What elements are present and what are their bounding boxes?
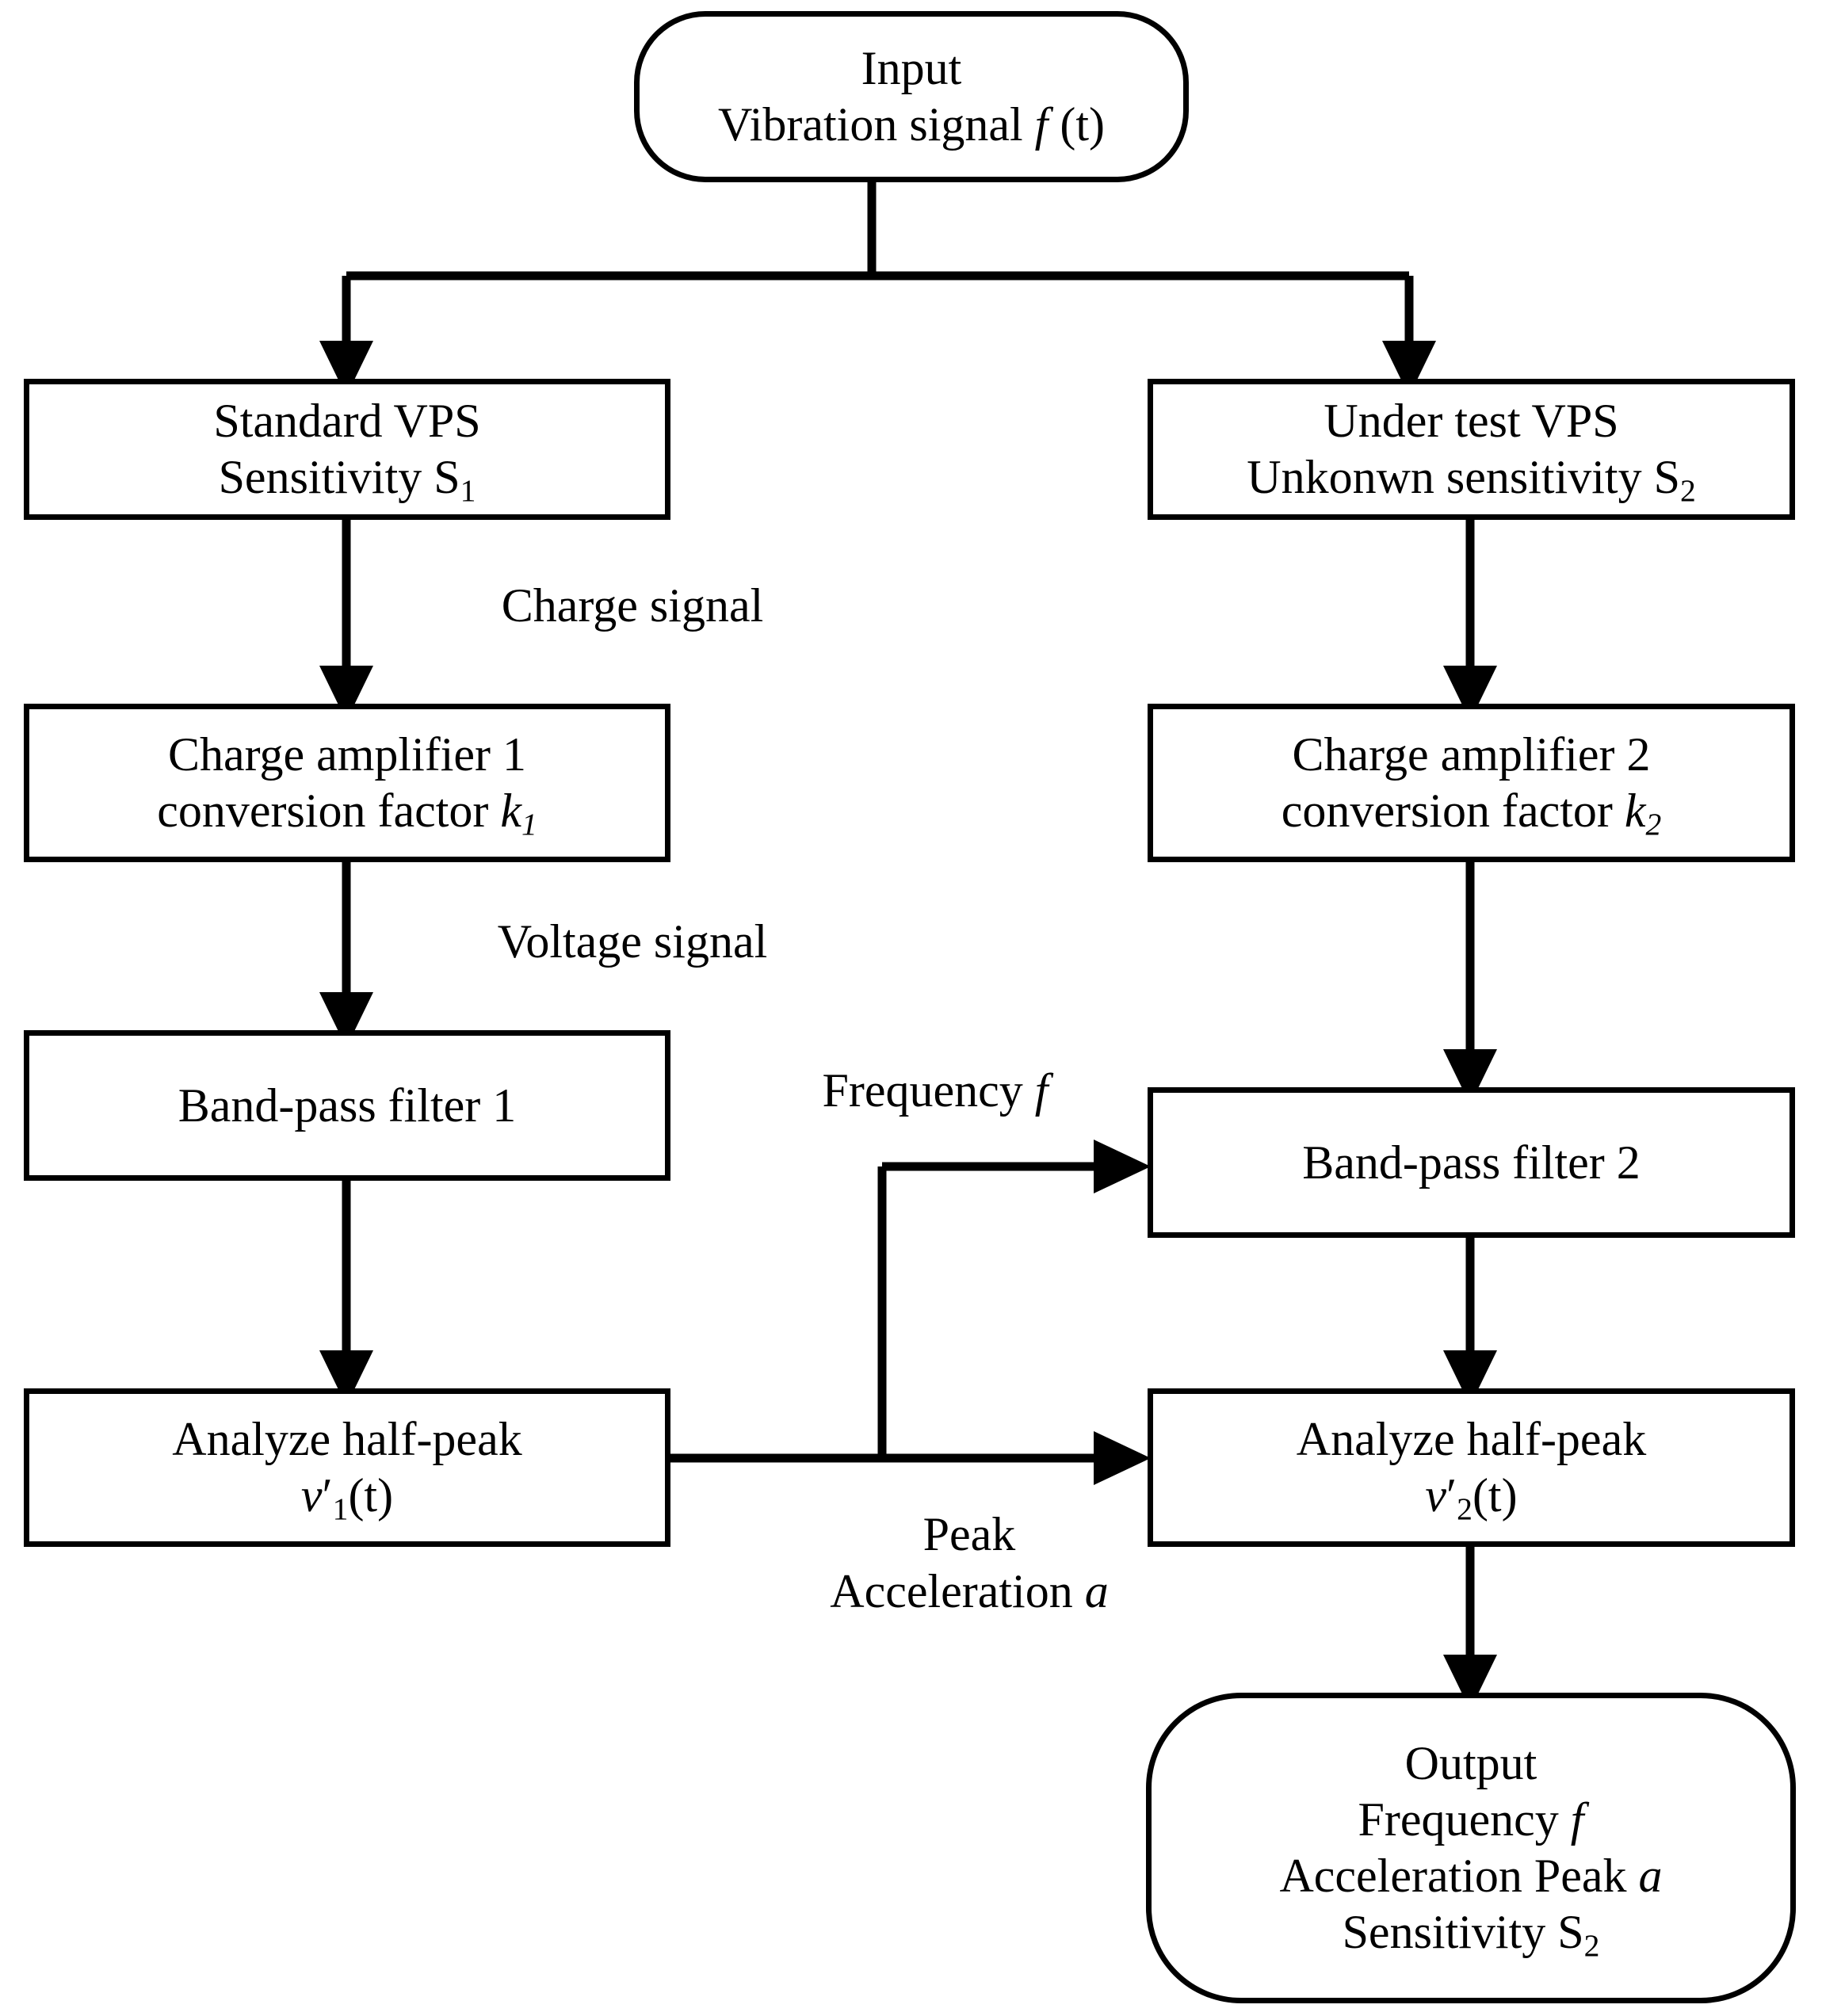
edge-label-frequency-pre: Frequency xyxy=(822,1064,1035,1117)
edge-label-peak-line2: Acceleration a xyxy=(759,1563,1179,1620)
edge-label-voltage-signal: Voltage signal xyxy=(450,913,815,970)
node-output-line2-pre: Frequency xyxy=(1358,1793,1571,1846)
node-output-var-a: a xyxy=(1638,1850,1663,1902)
node-output-sub: 2 xyxy=(1583,1928,1600,1964)
node-output-line1: Output xyxy=(1404,1737,1537,1790)
node-charge-amplifier-2-line1: Charge amplifier 2 xyxy=(1292,728,1651,781)
edge-label-frequency: Frequency f xyxy=(769,1062,1102,1119)
node-output-line4-pre: Sensitivity S xyxy=(1342,1905,1584,1958)
node-under-test-vps-sub: 2 xyxy=(1679,473,1696,509)
node-output[interactable]: Output Frequency f Acceleration Peak a S… xyxy=(1146,1693,1796,2003)
arrowhead-analyze2-left xyxy=(1094,1431,1151,1485)
node-charge-amplifier-2-line2: conversion factor k2 xyxy=(1281,783,1662,842)
node-charge-amplifier-2[interactable]: Charge amplifier 2 conversion factor k2 xyxy=(1148,704,1795,862)
node-under-test-vps-line1: Under test VPS xyxy=(1324,395,1619,448)
node-charge-amplifier-1-var-k: k xyxy=(500,785,521,837)
node-standard-vps-line2-pre: Sensitivity S xyxy=(218,451,460,503)
node-output-line4: Sensitivity S2 xyxy=(1342,1904,1600,1964)
node-standard-vps-sub: 1 xyxy=(460,473,476,509)
node-standard-vps-line2: Sensitivity S1 xyxy=(218,449,476,509)
node-output-line2: Frequency f xyxy=(1358,1792,1584,1848)
node-charge-amplifier-2-var-k: k xyxy=(1624,785,1646,837)
node-under-test-vps-line2-pre: Unkonwn sensitivity S xyxy=(1247,451,1680,503)
node-analyze-half-peak-1-line1: Analyze half-peak xyxy=(172,1413,522,1466)
node-input-line2: Vibration signal f (t) xyxy=(718,97,1105,153)
node-analyze-half-peak-2-post: (t) xyxy=(1472,1469,1518,1522)
node-charge-amplifier-1-line2: conversion factor k1 xyxy=(157,783,537,842)
edge-label-peak-var-a: a xyxy=(1084,1565,1109,1617)
node-band-pass-filter-1-label: Band-pass filter 1 xyxy=(178,1079,517,1132)
node-analyze-half-peak-1-sub: 1 xyxy=(332,1491,349,1527)
node-input-var-f: f xyxy=(1034,98,1049,151)
node-input-line1: Input xyxy=(861,42,962,95)
node-band-pass-filter-2[interactable]: Band-pass filter 2 xyxy=(1148,1087,1795,1238)
node-input-line2-pre: Vibration signal xyxy=(718,98,1035,151)
node-charge-amplifier-1[interactable]: Charge amplifier 1 conversion factor k1 xyxy=(24,704,670,862)
node-charge-amplifier-2-line2-pre: conversion factor xyxy=(1281,785,1625,837)
node-analyze-half-peak-2-prime: ′ xyxy=(1446,1469,1457,1522)
node-analyze-half-peak-1-var-v: v xyxy=(300,1469,323,1522)
node-charge-amplifier-1-sub: 1 xyxy=(521,807,537,842)
node-charge-amplifier-1-line2-pre: conversion factor xyxy=(157,785,501,837)
edge-label-peak-acceleration: Peak Acceleration a xyxy=(759,1506,1179,1620)
node-analyze-half-peak-2-sub: 2 xyxy=(1457,1491,1472,1527)
edge-label-peak-line2-pre: Acceleration xyxy=(830,1565,1085,1617)
arrowhead-bpf2-left xyxy=(1094,1140,1151,1193)
node-analyze-half-peak-1-prime: ′ xyxy=(322,1469,333,1522)
node-band-pass-filter-2-label: Band-pass filter 2 xyxy=(1302,1136,1641,1189)
edge-label-frequency-text: Frequency f xyxy=(769,1062,1102,1119)
node-under-test-vps-line2: Unkonwn sensitivity S2 xyxy=(1247,449,1696,509)
node-analyze-half-peak-1-post: (t) xyxy=(348,1469,394,1522)
edge-label-charge-signal-text: Charge signal xyxy=(501,579,764,632)
node-band-pass-filter-1[interactable]: Band-pass filter 1 xyxy=(24,1030,670,1181)
node-analyze-half-peak-1-line2: v′1(t) xyxy=(300,1468,394,1527)
node-under-test-vps[interactable]: Under test VPS Unkonwn sensitivity S2 xyxy=(1148,379,1795,520)
node-output-line3-pre: Acceleration Peak xyxy=(1279,1850,1639,1902)
node-output-line3: Acceleration Peak a xyxy=(1279,1848,1662,1904)
node-standard-vps-line1: Standard VPS xyxy=(213,395,481,448)
node-output-var-f: f xyxy=(1570,1793,1584,1846)
node-analyze-half-peak-1[interactable]: Analyze half-peak v′1(t) xyxy=(24,1388,670,1547)
edge-label-peak-line1: Peak xyxy=(922,1508,1016,1560)
node-analyze-half-peak-2-var-v: v xyxy=(1425,1469,1447,1522)
edge-label-frequency-var-f: f xyxy=(1034,1064,1049,1117)
node-charge-amplifier-2-sub: 2 xyxy=(1645,807,1662,842)
node-input-line2-post: (t) xyxy=(1048,98,1105,151)
node-input[interactable]: Input Vibration signal f (t) xyxy=(634,11,1189,182)
node-analyze-half-peak-2-line2: v′2(t) xyxy=(1425,1468,1518,1527)
node-analyze-half-peak-2[interactable]: Analyze half-peak v′2(t) xyxy=(1148,1388,1795,1547)
node-charge-amplifier-1-line1: Charge amplifier 1 xyxy=(167,728,527,781)
edge-label-voltage-signal-text: Voltage signal xyxy=(497,915,768,968)
node-standard-vps[interactable]: Standard VPS Sensitivity S1 xyxy=(24,379,670,520)
edge-label-charge-signal: Charge signal xyxy=(450,577,815,634)
node-analyze-half-peak-2-line1: Analyze half-peak xyxy=(1296,1413,1647,1466)
